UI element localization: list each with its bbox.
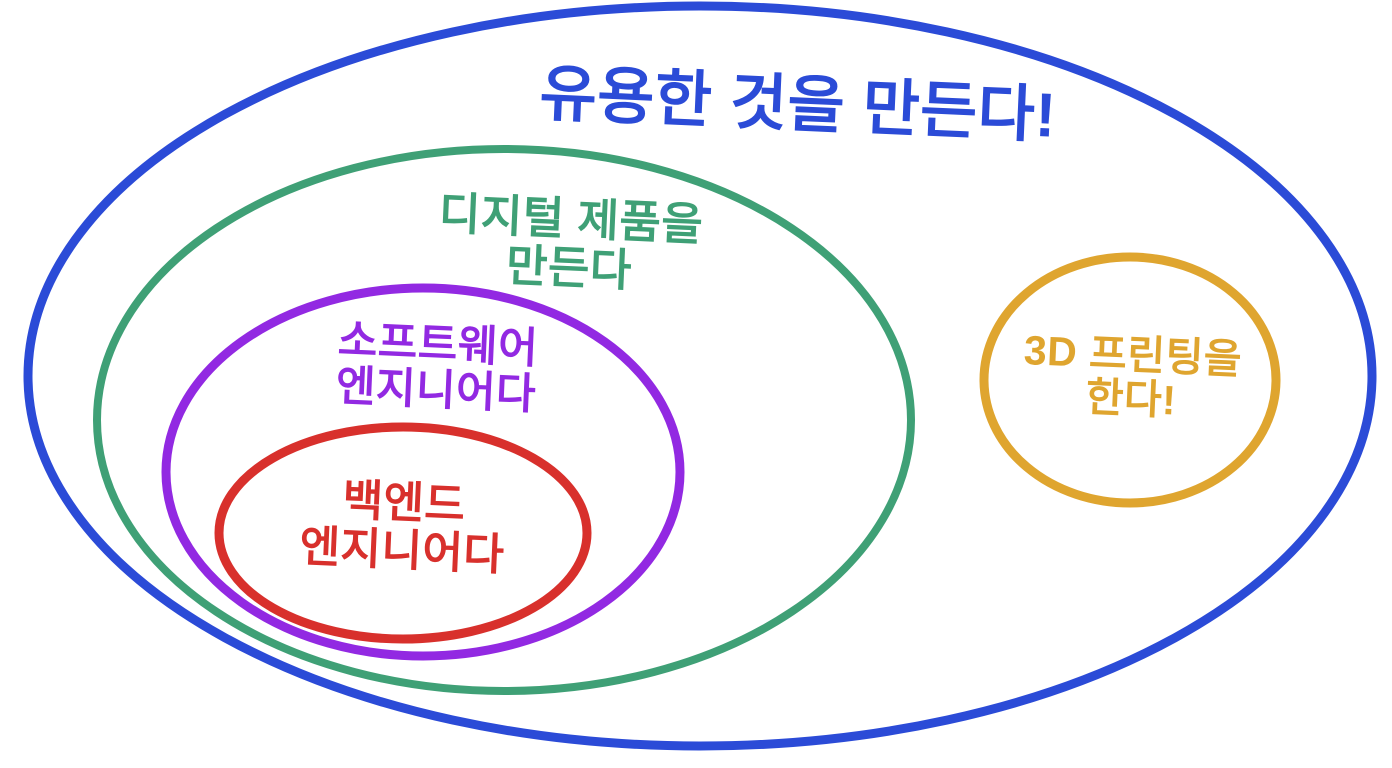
- outer-ellipse-useful-things: [23, 1, 1377, 751]
- label-digital-products: 디지털 제품을 만든다: [436, 188, 704, 299]
- ellipse-3d-printing: [979, 252, 1281, 508]
- label-software-engineer-line2: 엔지니어다: [334, 362, 538, 420]
- label-software-engineer: 소프트웨어 엔지니어다: [334, 316, 539, 420]
- label-backend-engineer-line2: 엔지니어다: [298, 521, 506, 580]
- ellipse-backend-engineer: [214, 422, 592, 644]
- label-3d-printing-line1: 3D 프린팅을: [1022, 327, 1243, 383]
- ellipse-software-engineer: [161, 283, 685, 661]
- label-backend-engineer: 백엔드 엔지니어다: [298, 475, 508, 580]
- ellipse-digital-products: [93, 145, 915, 695]
- label-3d-printing: 3D 프린팅을 한다!: [1021, 327, 1243, 426]
